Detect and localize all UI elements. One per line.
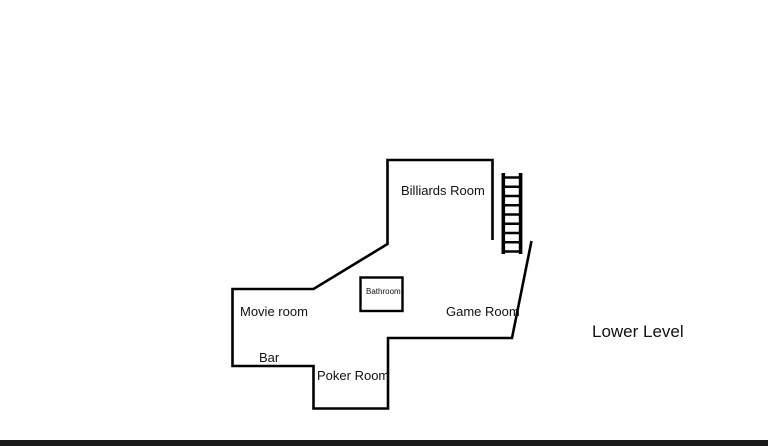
bottom-bar xyxy=(0,440,768,446)
billiards-room-label: Billiards Room xyxy=(401,183,485,198)
bathroom-label: Bathroom xyxy=(366,287,401,296)
movie-room-label: Movie room xyxy=(240,304,308,319)
bathroom-walls xyxy=(359,276,404,313)
poker-room-label: Poker Room xyxy=(317,368,390,383)
game-room-label: Game Room xyxy=(446,304,520,319)
level-title: Lower Level xyxy=(592,322,684,341)
floor-plan-walls xyxy=(231,158,533,410)
ladder-icon xyxy=(501,173,523,254)
bar-label: Bar xyxy=(259,350,280,365)
